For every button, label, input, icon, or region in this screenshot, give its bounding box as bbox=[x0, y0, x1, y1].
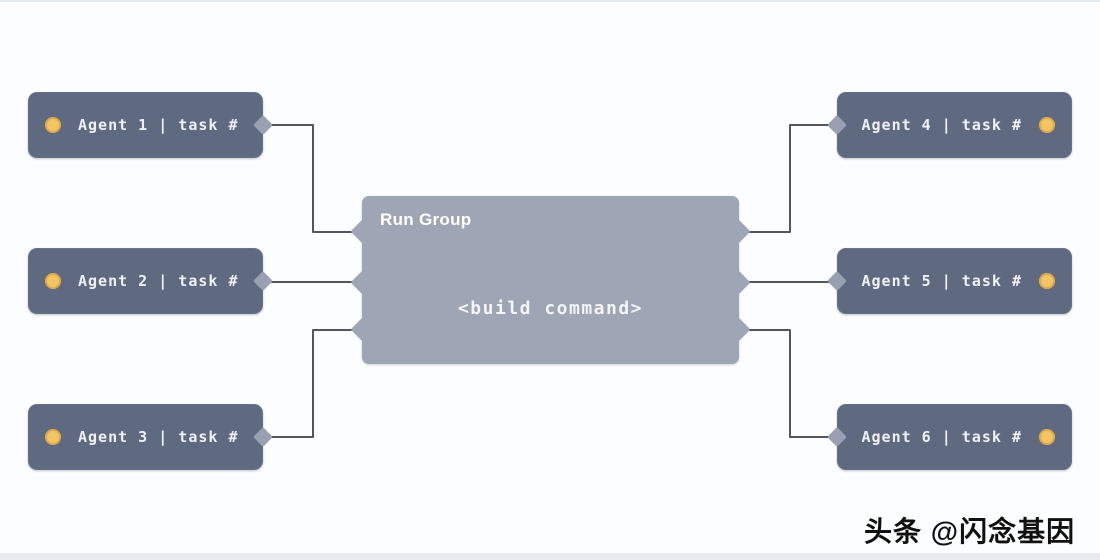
edge-group-agent6 bbox=[743, 329, 830, 438]
edge-group-agent4 bbox=[743, 124, 830, 233]
agent-node-6[interactable]: Agent 6 | task # bbox=[827, 404, 1072, 470]
agent-node-label: Agent 6 | task # bbox=[861, 428, 1022, 446]
status-dot-icon bbox=[45, 117, 61, 133]
status-dot-icon bbox=[45, 273, 61, 289]
agent-node-5[interactable]: Agent 5 | task # bbox=[827, 248, 1072, 314]
status-dot-icon bbox=[1039, 273, 1055, 289]
bottom-band bbox=[0, 553, 1100, 560]
edge-agent3-group bbox=[271, 329, 358, 438]
run-group-title: Run Group bbox=[380, 210, 472, 229]
edge-agent1-group bbox=[271, 124, 358, 233]
agent-node-label: Agent 4 | task # bbox=[861, 116, 1022, 134]
agent-node-2[interactable]: Agent 2 | task # bbox=[28, 248, 273, 314]
agent-node-3[interactable]: Agent 3 | task # bbox=[28, 404, 273, 470]
status-dot-icon bbox=[1039, 117, 1055, 133]
watermark-text: 头条 @闪念基因 bbox=[864, 516, 1076, 547]
agent-node-label: Agent 5 | task # bbox=[861, 272, 1022, 290]
status-dot-icon bbox=[1039, 429, 1055, 445]
build-command-text: <build command> bbox=[457, 298, 644, 319]
top-hairline bbox=[0, 0, 1100, 2]
status-dot-icon bbox=[45, 429, 61, 445]
agent-node-4[interactable]: Agent 4 | task # bbox=[827, 92, 1072, 158]
agent-node-label: Agent 2 | task # bbox=[78, 272, 239, 290]
run-group-node[interactable]: Run Group <build command> bbox=[350, 196, 751, 364]
agent-node-label: Agent 3 | task # bbox=[78, 428, 239, 446]
agent-node-1[interactable]: Agent 1 | task # bbox=[28, 92, 273, 158]
agent-node-label: Agent 1 | task # bbox=[78, 116, 239, 134]
